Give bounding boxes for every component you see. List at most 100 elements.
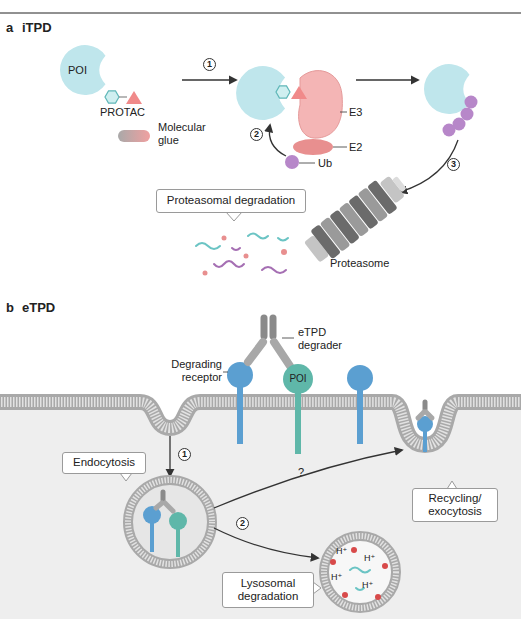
molecular-glue-icon <box>118 130 150 142</box>
shape <box>351 547 357 553</box>
shape <box>161 492 166 500</box>
shape <box>169 512 187 530</box>
callout-number: 1 <box>203 58 216 71</box>
shape <box>299 163 315 164</box>
shape <box>324 536 396 608</box>
protein-shape <box>60 45 106 95</box>
poi-protein: POI <box>59 44 111 96</box>
leader-line <box>282 338 294 339</box>
callout-box: Recycling/ exocytosis <box>412 488 498 522</box>
shape <box>214 261 244 267</box>
protac-icon <box>105 91 142 104</box>
shape <box>293 139 333 155</box>
shape <box>423 402 428 409</box>
shape <box>274 342 290 366</box>
shape <box>443 124 456 137</box>
shape <box>248 342 263 362</box>
panel-title: a <box>6 21 13 36</box>
shape <box>203 271 208 276</box>
shape <box>418 412 424 418</box>
text-label: Proteasome <box>330 257 389 270</box>
shape <box>424 64 470 114</box>
shape <box>248 234 268 239</box>
peptide-fragments <box>196 234 288 276</box>
degrader-antibody <box>248 318 290 366</box>
callout-number: 3 <box>447 158 460 171</box>
shape <box>237 386 243 444</box>
endosome <box>128 480 212 564</box>
shape <box>465 96 478 109</box>
callout-box: Lysosomal degradation <box>222 572 314 608</box>
membrane-texture <box>0 402 521 445</box>
proton-label: H⁺ <box>331 572 342 582</box>
callout-number: 2 <box>236 517 249 530</box>
shape <box>105 91 119 103</box>
step-arrow <box>214 528 318 558</box>
callout-pointer <box>313 582 321 594</box>
shape <box>270 318 277 336</box>
callout-number: 1 <box>178 448 191 461</box>
node-text: Lysosomal degradation <box>227 577 309 603</box>
shape <box>196 243 220 249</box>
node-text: POI <box>68 64 87 77</box>
lysosome <box>324 536 396 608</box>
proton-label: H⁺ <box>362 580 373 590</box>
leader-line <box>223 372 228 373</box>
step-arrow <box>169 436 170 476</box>
callout-number: 2 <box>250 128 263 141</box>
shape <box>276 86 290 98</box>
shape <box>392 176 407 192</box>
proton-label: H⁺ <box>336 546 347 556</box>
shape <box>176 527 180 557</box>
shape <box>382 563 388 569</box>
shape <box>291 86 307 99</box>
shape <box>340 112 347 113</box>
shape <box>333 147 347 148</box>
node-text: Recycling/ exocytosis <box>417 492 493 518</box>
shape <box>295 392 301 454</box>
callout-pointer <box>120 473 132 481</box>
shape <box>119 96 127 97</box>
panel-title: b <box>6 301 14 316</box>
text-label: E3 <box>349 106 362 119</box>
top-rule <box>0 13 521 14</box>
text-label: eTPD degrader <box>298 326 358 351</box>
shape <box>227 362 253 388</box>
membrane <box>0 402 521 445</box>
shape <box>150 522 154 552</box>
shape <box>426 412 432 418</box>
shape <box>281 249 287 255</box>
panel-title: iTPD <box>22 21 52 36</box>
shape <box>128 480 212 564</box>
ubiquitinated-poi <box>424 64 478 137</box>
node-text: Endocytosis <box>73 456 135 469</box>
text-label: Ub <box>318 157 332 170</box>
exocytosis-cargo <box>417 402 433 452</box>
text-label: ? <box>298 466 304 479</box>
text-label: PROTAC <box>100 106 145 119</box>
text-label: E2 <box>349 141 362 154</box>
ub-transfer-arrow <box>269 125 286 156</box>
proteasome-symbol <box>301 168 413 267</box>
step-arrow <box>182 79 236 80</box>
shape <box>128 480 212 564</box>
poi-protein: POI <box>283 364 313 394</box>
text-label: Molecular glue <box>158 121 216 146</box>
callout-pointer <box>226 212 242 221</box>
step-arrow <box>356 79 418 80</box>
shape <box>262 267 286 273</box>
shape <box>278 238 288 241</box>
node-text: POI <box>289 373 306 385</box>
callout-box: Endocytosis <box>62 452 146 474</box>
step-arrow <box>214 450 402 508</box>
shape <box>285 155 299 169</box>
panel-title: eTPD <box>22 301 55 316</box>
shape <box>261 318 268 336</box>
callout-box: Proteasomal degradation <box>156 189 306 213</box>
shape <box>357 389 363 444</box>
shape <box>342 592 348 598</box>
shape <box>126 91 142 104</box>
text-label: Degrading receptor <box>156 358 222 383</box>
shape <box>324 536 396 608</box>
